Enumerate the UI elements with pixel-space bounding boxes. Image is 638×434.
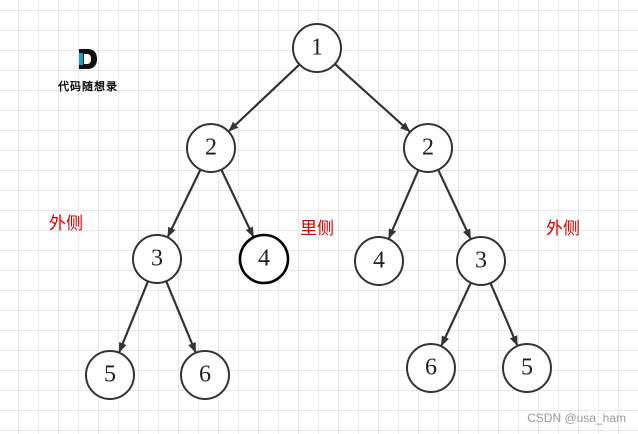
node-value: 1 [311,35,323,61]
node-circle [502,343,552,393]
node-circle [180,350,230,400]
node-value: 2 [205,135,217,161]
tree-node-right-right-left: 6 [406,343,456,393]
node-circle [406,343,456,393]
edge-left-left-to-left-left-right [164,278,197,353]
watermark: CSDN @usa_ham [527,411,626,425]
node-circle [85,350,135,400]
node-circle [132,234,182,284]
tree-node-right-right: 3 [456,236,506,286]
tree-node-left-right: 4 [238,233,290,285]
outer-label-left: 外侧 [49,214,83,234]
node-value: 3 [151,246,163,272]
node-value: 5 [521,355,533,381]
edge-right-to-right-left [387,167,421,239]
node-value: 2 [422,135,434,161]
tree-node-root: 1 [292,23,342,73]
node-circle [292,23,342,73]
inner-label: 里侧 [300,219,334,239]
node-circle [456,236,506,286]
edge-right-right-to-right-right-left [440,280,473,347]
logo: 代码随想录 [50,48,126,94]
logo-text: 代码随想录 [58,80,118,93]
tree-node-right-right-right: 5 [502,343,552,393]
node-circle [186,123,236,173]
node-circle [403,123,453,173]
tree-node-left-left: 3 [132,234,182,284]
tree-node-left-left-left: 5 [85,350,135,400]
node-value: 6 [199,362,211,388]
node-circle [238,233,290,285]
tree-edges [118,61,519,353]
edge-root-to-right [332,61,411,133]
node-value: 4 [258,246,270,272]
tree-node-right: 2 [403,123,453,173]
node-value: 6 [425,355,437,381]
node-circle [354,236,404,286]
node-value: 5 [104,362,116,388]
edge-left-left-to-left-left-left [118,278,150,353]
tree-nodes: 1 2 2 3 4 4 3 5 6 6 5 [85,23,552,400]
tree-node-left: 2 [186,123,236,173]
tree-node-left-left-right: 6 [180,350,230,400]
node-value: 4 [373,248,385,274]
edge-root-to-left [228,62,302,132]
tree-node-right-left: 4 [354,236,404,286]
edge-left-to-left-left [166,167,203,238]
edge-left-to-left-right [219,167,255,238]
edge-right-to-right-right [436,167,472,240]
logo-d-icon [79,49,97,69]
node-value: 3 [475,248,487,274]
edge-right-right-to-right-right-right [488,280,519,346]
outer-label-right: 外侧 [546,219,580,239]
